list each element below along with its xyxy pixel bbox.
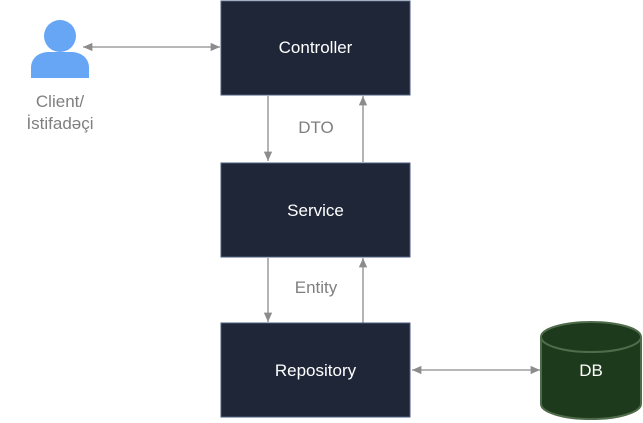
database-label: DB (579, 361, 603, 380)
repository-box: Repository (220, 322, 411, 418)
controller-label: Controller (279, 38, 353, 57)
actor-label-line1: Client/ (36, 92, 84, 111)
database-icon: DB (540, 321, 642, 420)
service-label: Service (287, 201, 344, 220)
repository-label: Repository (275, 361, 357, 380)
entity-label: Entity (295, 278, 338, 297)
dto-label: DTO (298, 118, 334, 137)
actor-label-line2: İstifadəçi (26, 114, 93, 133)
user-icon (31, 20, 89, 78)
controller-box: Controller (220, 0, 411, 96)
service-box: Service (220, 162, 411, 258)
